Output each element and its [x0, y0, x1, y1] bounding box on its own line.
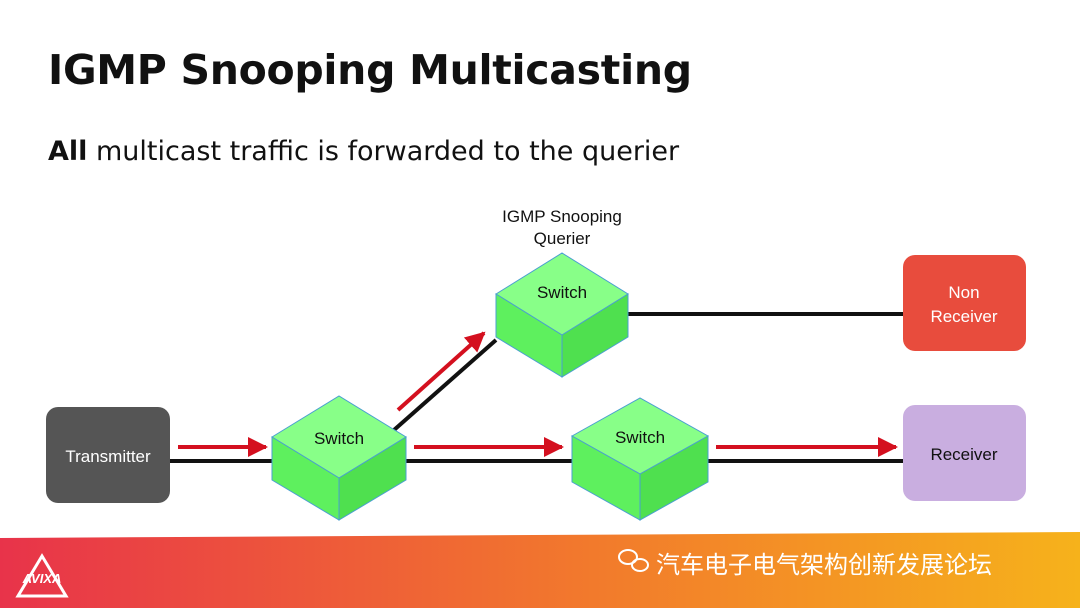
link-switch-left-top — [392, 338, 498, 432]
switch-bottom-node: Switch — [570, 397, 710, 521]
avixa-logo-text: AVIXA — [22, 571, 62, 586]
footer-brand-text: 汽车电子电气架构创新发展论坛 — [656, 551, 992, 579]
querier-caption-line1: IGMP Snooping — [502, 207, 622, 226]
switch-left-label: Switch — [314, 429, 364, 448]
switch-left-node: Switch — [271, 395, 407, 521]
slide-subtitle: All multicast traffic is forwarded to th… — [48, 136, 679, 167]
slide-title: IGMP Snooping Multicasting — [48, 46, 692, 94]
footer-band — [0, 532, 1080, 608]
non-receiver-label-line2: Receiver — [930, 307, 997, 326]
switch-querier-label: Switch — [537, 283, 587, 302]
wechat-icon — [618, 549, 649, 572]
querier-caption-line2: Querier — [534, 229, 591, 248]
subtitle-emphasis: All — [48, 136, 88, 167]
switch-querier-node: Switch — [495, 252, 629, 378]
switch-bottom-label: Switch — [615, 428, 665, 447]
non-receiver-node — [903, 255, 1026, 351]
transmitter-label: Transmitter — [65, 447, 151, 466]
subtitle-text: multicast traffic is forwarded to the qu… — [87, 136, 680, 167]
receiver-node — [903, 405, 1026, 501]
traffic-arrow-to-querier — [396, 331, 486, 412]
transmitter-node — [46, 407, 170, 503]
avixa-logo: AVIXA — [15, 553, 69, 598]
non-receiver-label-line1: Non — [948, 283, 979, 302]
receiver-label: Receiver — [930, 445, 997, 464]
